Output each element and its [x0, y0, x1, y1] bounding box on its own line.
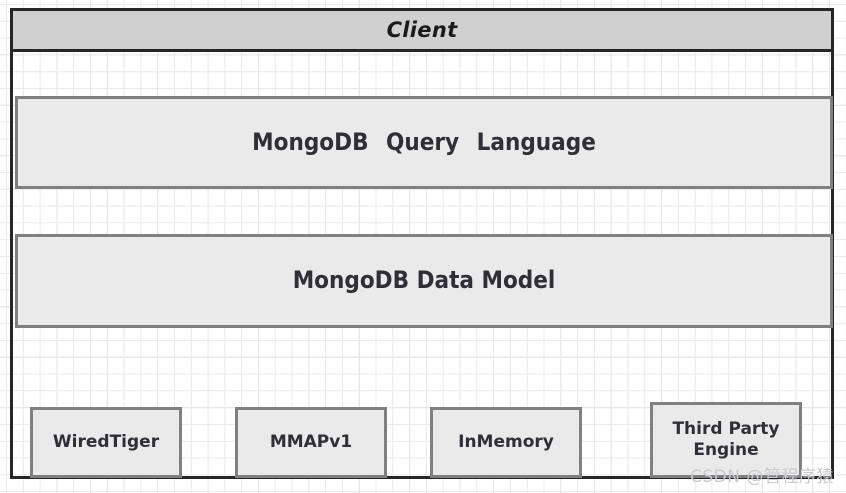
- storage-engine-label: MMAPv1: [269, 431, 353, 452]
- client-title: Client: [386, 18, 458, 42]
- storage-engine-label: Third Party Engine: [672, 418, 780, 460]
- client-header: Client: [10, 8, 834, 52]
- storage-engine-third-party: Third Party Engine: [650, 402, 802, 478]
- storage-engine-label: InMemory: [458, 431, 554, 452]
- layer-label: MongoDB Query Language: [252, 127, 596, 156]
- storage-engine-inmemory: InMemory: [430, 407, 582, 478]
- layer-mongodb-data-model: MongoDB Data Model: [15, 234, 833, 328]
- layer-label: MongoDB Data Model: [292, 266, 556, 295]
- storage-engine-label: WiredTiger: [52, 431, 160, 452]
- layer-mongodb-query-language: MongoDB Query Language: [15, 96, 833, 189]
- storage-engine-wiredtiger: WiredTiger: [30, 407, 182, 478]
- storage-engine-mmapv1: MMAPv1: [235, 407, 387, 478]
